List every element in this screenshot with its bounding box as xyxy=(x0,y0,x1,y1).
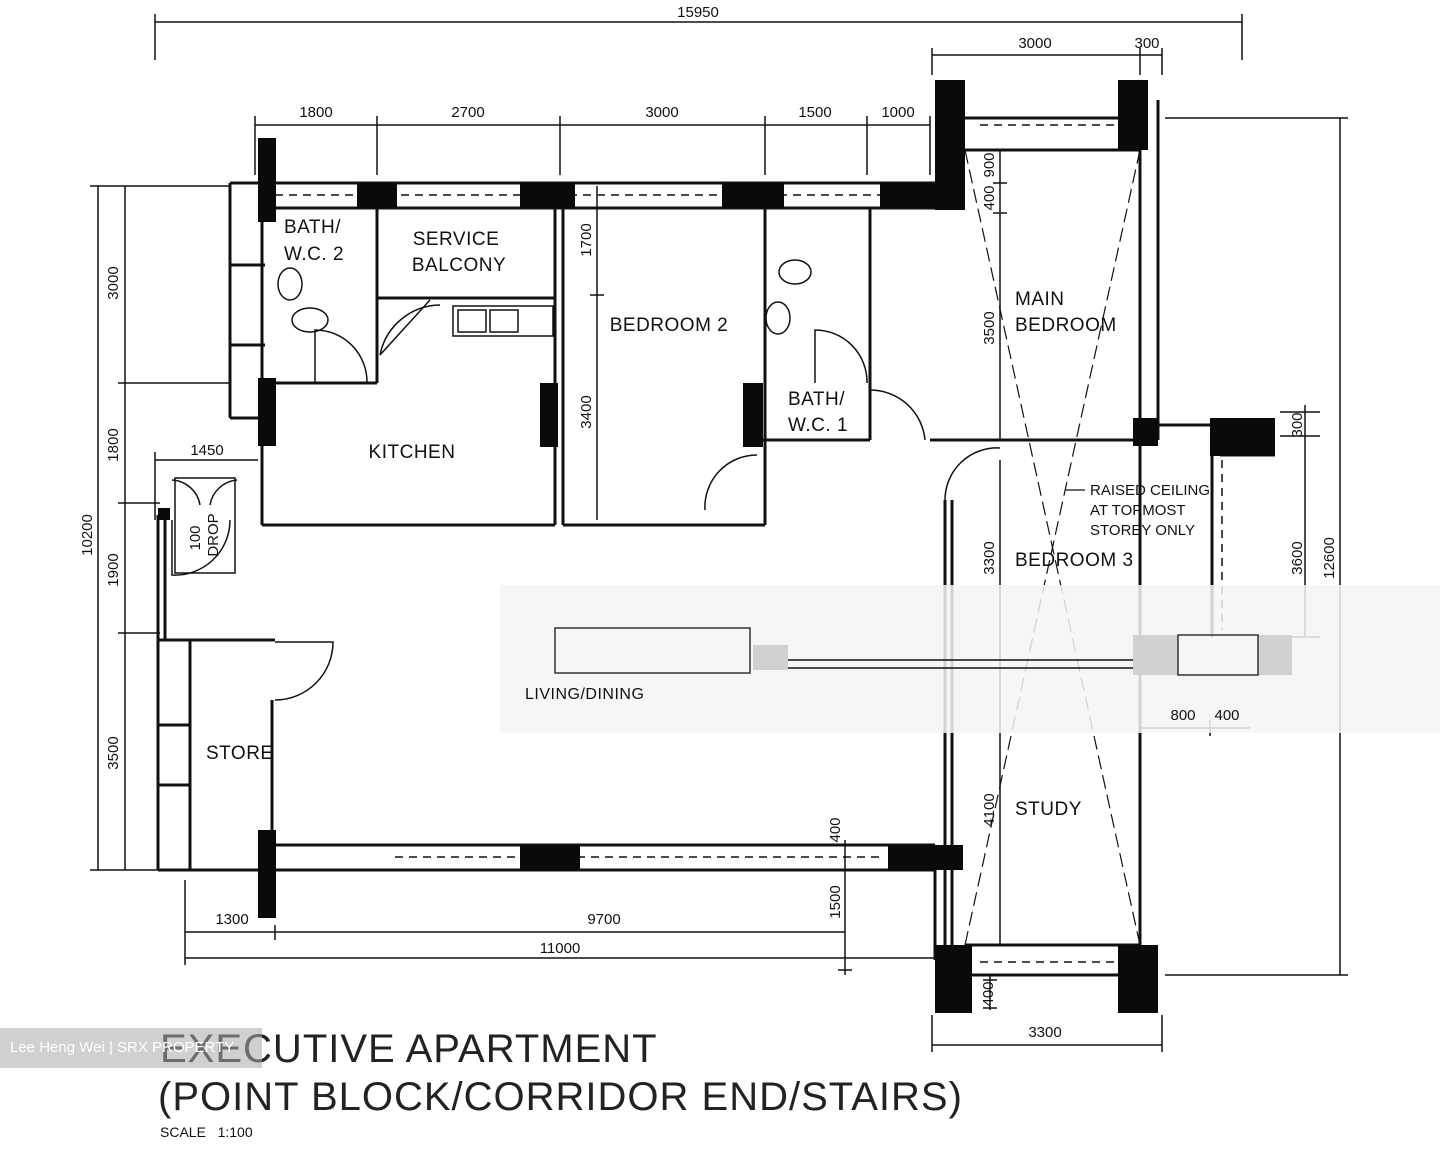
dim-top-right-b: 300 xyxy=(1134,35,1159,52)
dim-bottom-9700: 9700 xyxy=(587,911,620,928)
room-labels: BATH/ W.C. 2 SERVICE BALCONY BEDROOM 2 M… xyxy=(206,217,1134,820)
room-bath2-line1: BATH/ xyxy=(284,217,341,238)
dim-left-1900: 1900 xyxy=(105,553,122,586)
room-main-line1: MAIN xyxy=(1015,289,1065,310)
scale-label: SCALE 1:100 xyxy=(160,1124,253,1140)
dim-right-300: 300 xyxy=(1289,412,1306,437)
room-living: LIVING/DINING xyxy=(525,686,644,703)
dim-bottom-400: 400 xyxy=(827,817,844,842)
dim-bottom-11000: 11000 xyxy=(540,940,581,957)
structural-columns xyxy=(158,80,1292,1013)
dim-bedroom2-3400: 3400 xyxy=(578,395,595,428)
dim-bottom-400b: 400 xyxy=(980,981,997,1006)
room-main-line2: BEDROOM xyxy=(1015,315,1117,336)
room-store: STORE xyxy=(206,743,274,764)
dim-top-5: 1000 xyxy=(881,104,914,121)
dim-right-400: 400 xyxy=(1214,707,1239,724)
dim-bottom-3300: 3300 xyxy=(1028,1024,1061,1041)
dim-right-12600: 12600 xyxy=(1321,537,1338,579)
dim-left-3000: 3000 xyxy=(105,266,122,299)
dim-bottom-1300: 1300 xyxy=(215,911,248,928)
room-bedroom2: BEDROOM 2 xyxy=(610,315,729,336)
room-bath1-line2: W.C. 1 xyxy=(788,415,848,436)
dim-study-4100: 4100 xyxy=(981,793,998,826)
windows xyxy=(275,124,1223,963)
watermark-label: Lee Heng Wei | SRX PROPERTY xyxy=(0,1028,262,1068)
dim-drop-100: 100 xyxy=(187,525,204,550)
dim-bed3-3300: 3300 xyxy=(981,541,998,574)
dim-total-width: 15950 xyxy=(677,4,719,21)
room-study: STUDY xyxy=(1015,799,1082,820)
room-service-line2: BALCONY xyxy=(412,255,506,276)
dim-left-3500: 3500 xyxy=(105,736,122,769)
fixtures xyxy=(277,259,812,337)
dim-drop-label: DROP xyxy=(205,513,222,556)
dim-top-3: 3000 xyxy=(645,104,678,121)
dim-left-total: 10200 xyxy=(79,514,96,556)
dim-porch-1450: 1450 xyxy=(190,442,223,459)
dim-right-800: 800 xyxy=(1170,707,1195,724)
room-service-line1: SERVICE xyxy=(413,229,500,250)
dim-top-4: 1500 xyxy=(798,104,831,121)
dim-top-2: 2700 xyxy=(451,104,484,121)
overlay-band xyxy=(500,585,1440,733)
dim-left-1800: 1800 xyxy=(105,428,122,461)
note-raised-line1: RAISED CEILING xyxy=(1090,482,1210,499)
raised-ceiling-cross xyxy=(964,149,1141,946)
note-raised-line3: STOREY ONLY xyxy=(1090,522,1195,539)
raised-ceiling-note: RAISED CEILING AT TOPMOST STOREY ONLY xyxy=(1090,482,1210,539)
room-kitchen: KITCHEN xyxy=(369,442,456,463)
room-bath1-line1: BATH/ xyxy=(788,389,845,410)
dim-main-400: 400 xyxy=(981,185,998,210)
dim-main-900: 900 xyxy=(981,152,998,177)
dim-bottom-1500: 1500 xyxy=(827,885,844,918)
dim-top-right-a: 3000 xyxy=(1018,35,1051,52)
dim-kitchen-1700: 1700 xyxy=(578,223,595,256)
room-bedroom3: BEDROOM 3 xyxy=(1015,550,1134,571)
title-line2: (POINT BLOCK/CORRIDOR END/STAIRS) xyxy=(158,1075,963,1119)
dim-main-3500: 3500 xyxy=(981,311,998,344)
title-block: EXECUTIVE APARTMENT (POINT BLOCK/CORRIDO… xyxy=(158,1027,963,1140)
dim-top-1: 1800 xyxy=(299,104,332,121)
dimension-labels: 15950 3000 300 1800 2700 3000 1500 1000 … xyxy=(79,4,1338,1041)
dim-right-3600: 3600 xyxy=(1289,541,1306,574)
room-bath2-line2: W.C. 2 xyxy=(284,244,344,265)
note-raised-line2: AT TOPMOST xyxy=(1090,502,1186,519)
